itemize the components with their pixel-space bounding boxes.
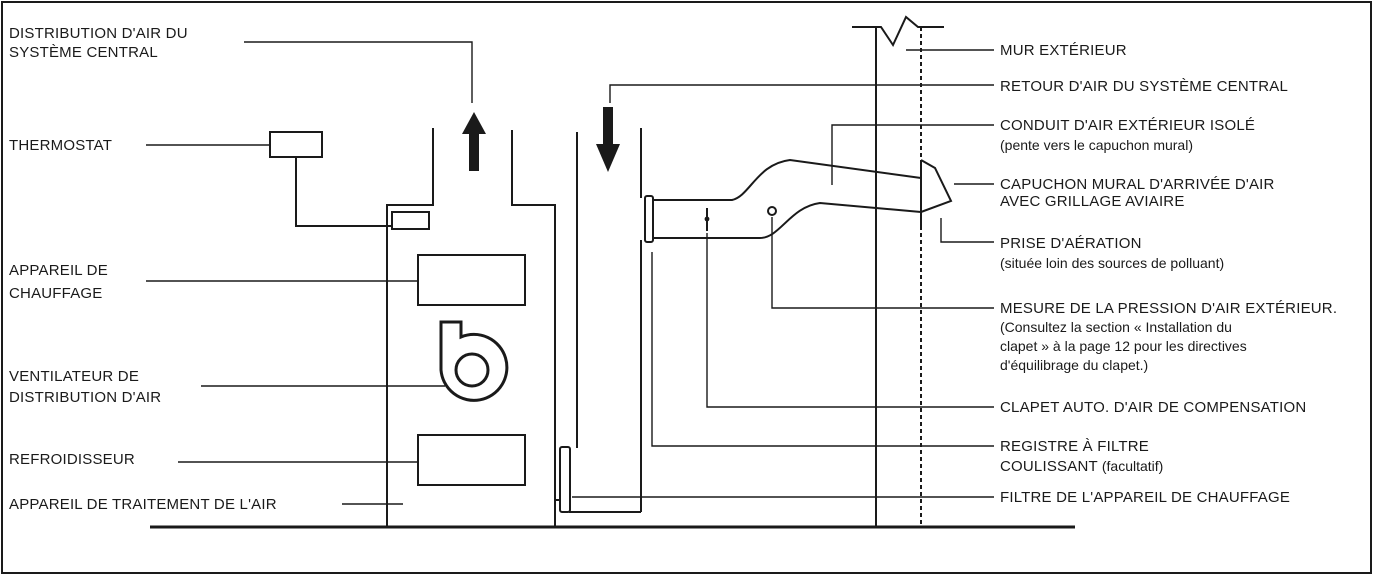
auto-damper	[704, 208, 710, 231]
label-registre-line2: COULISSANT(facultatif)	[1000, 458, 1163, 475]
label-mesure-note-3: d'équilibrage du clapet.)	[1000, 357, 1148, 373]
arrow-up-icon	[462, 112, 486, 171]
slide-filter-register	[644, 195, 654, 243]
label-mur-exterieur: MUR EXTÉRIEUR	[1000, 42, 1127, 59]
label-refroidisseur: REFROIDISSEUR	[9, 451, 135, 468]
label-registre: REGISTRE À FILTRE	[1000, 438, 1149, 455]
label-distribution-air-2: SYSTÈME CENTRAL	[9, 44, 158, 61]
furnace-filter	[559, 446, 571, 513]
label-appareil-chauffage-1: APPAREIL DE	[9, 262, 108, 279]
cabinet-control-box	[391, 211, 430, 230]
label-mesure-note-2: clapet » à la page 12 pour les directive…	[1000, 338, 1247, 354]
leader-lines	[146, 41, 994, 505]
label-mesure-note-1: (Consultez la section « Installation du	[1000, 319, 1232, 335]
cooling-coil	[417, 434, 526, 486]
label-registre-note: (facultatif)	[1102, 458, 1163, 474]
arrow-down-icon	[596, 107, 620, 172]
label-prise-note: (située loin des sources de polluant)	[1000, 255, 1224, 271]
label-capuchon-2: AVEC GRILLAGE AVIAIRE	[1000, 193, 1185, 210]
label-distribution-air-1: DISTRIBUTION D'AIR DU	[9, 25, 188, 42]
label-ventilateur-1: VENTILATEUR DE	[9, 368, 139, 385]
label-appareil-chauffage-2: CHAUFFAGE	[9, 285, 102, 302]
label-conduit-note: (pente vers le capuchon mural)	[1000, 137, 1193, 153]
exterior-wall	[852, 15, 944, 527]
heating-element	[417, 254, 526, 306]
label-capuchon-1: CAPUCHON MURAL D'ARRIVÉE D'AIR	[1000, 176, 1275, 193]
thermostat-unit	[269, 131, 323, 158]
outdoor-air-duct	[653, 158, 922, 239]
pressure-tap	[767, 206, 777, 216]
label-filtre: FILTRE DE L'APPAREIL DE CHAUFFAGE	[1000, 489, 1290, 506]
label-retour-air: RETOUR D'AIR DU SYSTÈME CENTRAL	[1000, 78, 1288, 95]
thermostat-wire	[295, 157, 392, 227]
wall-cap	[920, 159, 953, 226]
label-thermostat: THERMOSTAT	[9, 137, 112, 154]
label-prise: PRISE D'AÉRATION	[1000, 235, 1142, 252]
air-handler-cabinet	[386, 128, 556, 527]
label-registre-l2: COULISSANT	[1000, 458, 1098, 475]
label-mesure: MESURE DE LA PRESSION D'AIR EXTÉRIEUR.	[1000, 300, 1337, 317]
blower-fan-icon	[439, 320, 509, 402]
label-clapet: CLAPET AUTO. D'AIR DE COMPENSATION	[1000, 399, 1306, 416]
label-appareil-traitement: APPAREIL DE TRAITEMENT DE L'AIR	[9, 496, 277, 513]
label-ventilateur-2: DISTRIBUTION D'AIR	[9, 389, 161, 406]
return-duct	[555, 128, 642, 513]
label-conduit: CONDUIT D'AIR EXTÉRIEUR ISOLÉ	[1000, 117, 1255, 134]
